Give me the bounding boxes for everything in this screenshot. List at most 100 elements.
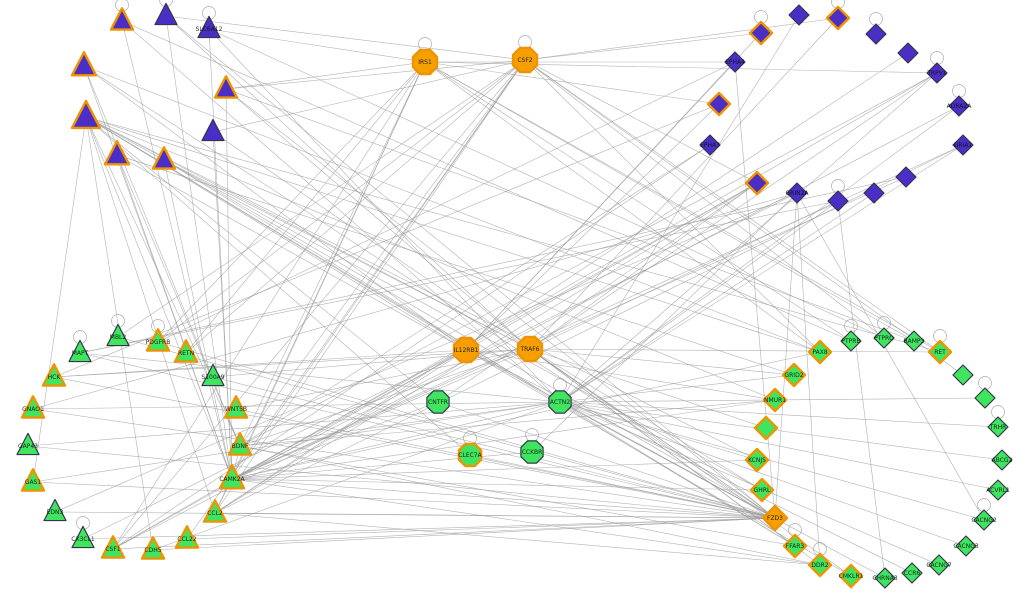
graph-node-pd10[interactable]: [706, 91, 732, 117]
graph-node-grin2a[interactable]: [786, 182, 808, 204]
graph-node-cacng3[interactable]: [955, 535, 977, 557]
graph-node-pt1[interactable]: [109, 7, 135, 31]
graph-node-pt8[interactable]: [103, 139, 131, 166]
graph-edge: [79, 352, 776, 519]
graph-node-gas1[interactable]: [20, 468, 46, 492]
graph-node-pd16[interactable]: [895, 166, 917, 188]
graph-node-pax8[interactable]: [807, 339, 833, 365]
graph-edge: [796, 192, 821, 566]
graph-node-pd14[interactable]: [827, 190, 849, 212]
graph-edge: [524, 17, 839, 61]
graph-node-irs1[interactable]: [411, 48, 439, 76]
graph-edge: [214, 182, 758, 514]
graph-node-acvrl1[interactable]: [987, 479, 1009, 501]
graph-node-gd9[interactable]: [974, 387, 996, 409]
graph-edge: [32, 401, 561, 483]
graph-node-gria1[interactable]: [952, 134, 974, 156]
graph-node-mapt[interactable]: [68, 339, 92, 363]
graph-edge: [212, 376, 776, 519]
graph-edge: [239, 445, 796, 547]
graph-node-pt6[interactable]: [70, 99, 102, 130]
graph-node-gnao1[interactable]: [20, 395, 46, 419]
graph-node-fzd3[interactable]: [761, 504, 789, 532]
graph-node-ddr2[interactable]: [807, 552, 833, 578]
graph-edge: [85, 116, 467, 351]
graph-node-traf6[interactable]: [516, 335, 544, 363]
graph-node-cacng7[interactable]: [928, 554, 950, 576]
graph-node-pt2[interactable]: [154, 2, 178, 26]
graph-node-kcnj5[interactable]: [744, 447, 770, 473]
graph-node-pd12[interactable]: [744, 170, 770, 196]
graph-edge: [83, 65, 821, 353]
graph-node-epha7[interactable]: [699, 134, 721, 156]
graph-node-adra2a[interactable]: [948, 95, 970, 117]
graph-node-ptpro[interactable]: [873, 327, 895, 349]
graph-node-pt5[interactable]: [213, 75, 239, 99]
graph-node-clec7a[interactable]: [457, 442, 483, 468]
graph-edge: [185, 61, 426, 354]
graph-edge: [85, 116, 941, 353]
graph-node-ramp3[interactable]: [903, 330, 925, 352]
graph-edge: [152, 401, 561, 551]
graph-node-ccl2[interactable]: [202, 499, 228, 523]
graph-node-gap43[interactable]: [16, 432, 40, 456]
self-loop-edge: [553, 378, 567, 392]
graph-node-pt9[interactable]: [151, 146, 177, 170]
graph-node-mbl2[interactable]: [106, 323, 130, 347]
graph-edge: [79, 200, 839, 354]
graph-node-slc6a12[interactable]: [197, 15, 221, 39]
graph-edge: [231, 478, 776, 519]
graph-node-abcg2[interactable]: [991, 449, 1013, 471]
graph-node-pt4[interactable]: [70, 51, 98, 77]
graph-node-cntfr[interactable]: [426, 390, 450, 414]
graph-node-ghrl[interactable]: [749, 477, 775, 503]
graph-edge: [524, 59, 758, 184]
graph-node-pd2[interactable]: [788, 4, 810, 26]
graph-node-chrna3[interactable]: [874, 567, 896, 589]
graph-node-ccr6[interactable]: [901, 562, 923, 584]
graph-node-ret[interactable]: [927, 339, 953, 365]
graph-node-cckbr[interactable]: [520, 440, 544, 464]
graph-node-csf2[interactable]: [511, 46, 539, 74]
graph-edge: [121, 20, 852, 342]
graph-node-cx3cl1[interactable]: [71, 525, 95, 549]
graph-node-actn2[interactable]: [548, 390, 572, 414]
graph-node-cacng2[interactable]: [973, 509, 995, 531]
graph-node-ffar3[interactable]: [782, 533, 808, 559]
graph-edge: [239, 61, 426, 447]
graph-node-csf1[interactable]: [100, 535, 126, 559]
graph-node-epha4[interactable]: [724, 51, 746, 73]
graph-node-il12rb1[interactable]: [452, 336, 480, 364]
graph-node-trpv1[interactable]: [926, 62, 948, 84]
graph-node-pdgfrb[interactable]: [145, 328, 171, 352]
graph-edge: [559, 200, 839, 403]
graph-node-hck[interactable]: [41, 363, 67, 387]
graph-node-pt7[interactable]: [201, 118, 225, 142]
graph-node-camk2a[interactable]: [218, 464, 246, 490]
graph-edge: [85, 116, 439, 403]
graph-node-pd15[interactable]: [863, 182, 885, 204]
graph-node-ccl22[interactable]: [174, 525, 200, 549]
graph-node-trhr[interactable]: [987, 416, 1009, 438]
graph-edge: [157, 61, 736, 343]
graph-node-nmur1[interactable]: [762, 387, 788, 413]
graph-node-pd5[interactable]: [897, 42, 919, 64]
graph-edge: [85, 116, 241, 447]
graph-node-bdnf[interactable]: [227, 432, 253, 456]
graph-edge: [54, 192, 798, 513]
graph-node-gd7[interactable]: [952, 364, 974, 386]
graph-node-edn3[interactable]: [43, 498, 67, 522]
graph-node-pd1[interactable]: [748, 20, 774, 46]
graph-node-cmklr1[interactable]: [838, 563, 864, 589]
graph-node-gd10[interactable]: [753, 415, 779, 441]
graph-node-pd3[interactable]: [825, 5, 851, 31]
graph-node-wnt5b[interactable]: [223, 395, 249, 419]
graph-node-cdh5[interactable]: [140, 536, 166, 560]
graph-node-pd4[interactable]: [865, 23, 887, 45]
graph-node-ptprb[interactable]: [840, 330, 862, 352]
graph-node-retn[interactable]: [173, 339, 199, 363]
graph-node-grid2[interactable]: [781, 362, 807, 388]
graph-node-s100a9[interactable]: [201, 363, 225, 387]
graph-edge: [163, 159, 233, 480]
